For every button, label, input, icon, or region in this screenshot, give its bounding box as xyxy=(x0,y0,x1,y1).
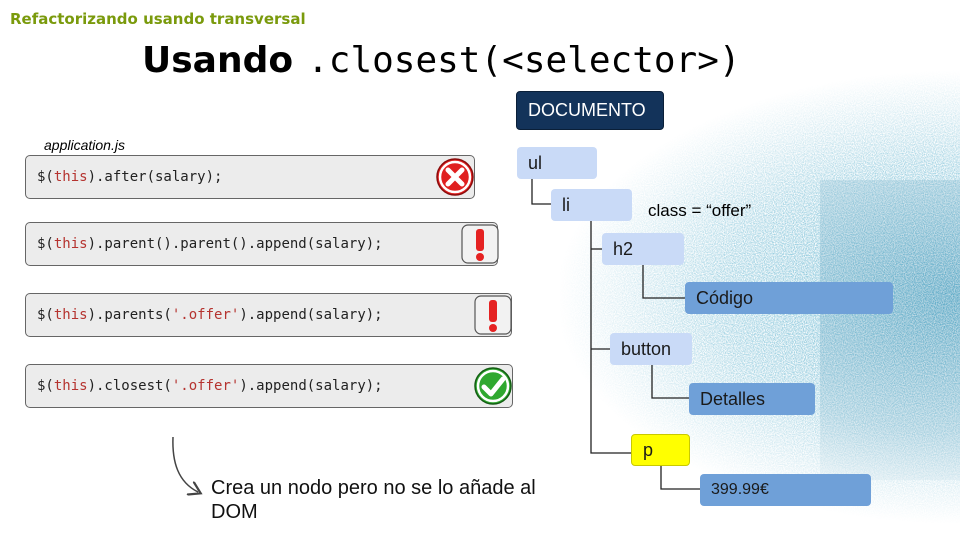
code-line-after: $(this).after(salary); xyxy=(25,155,475,199)
code-line-parent: $(this).parent().parent().append(salary)… xyxy=(25,222,498,266)
code-line-closest: $(this).closest('.offer').append(salary)… xyxy=(25,364,513,408)
section-title: Refactorizando usando transversal xyxy=(10,10,306,28)
code-keyword: this xyxy=(53,169,88,185)
code-keyword: this xyxy=(53,378,88,394)
tree-node-codigo: Código xyxy=(685,282,893,314)
code-text: $( xyxy=(37,307,54,323)
li-class-attribute: class = “offer” xyxy=(648,201,752,220)
note-text: Crea un nodo pero no se lo añade al DOM xyxy=(211,477,536,523)
code-text: ).parent().parent().append(salary); xyxy=(87,236,383,252)
tree-node-p: p xyxy=(631,434,690,466)
slide-title: Usando .closest(<selector>) xyxy=(142,40,741,81)
code-line-parents: $(this).parents('.offer').append(salary)… xyxy=(25,293,512,337)
warning-icon xyxy=(461,224,499,264)
tree-root-document: DOCUMENTO xyxy=(516,91,664,130)
file-label: application.js xyxy=(44,137,125,153)
code-text: ).parents( xyxy=(87,307,172,323)
tree-node-detalles: Detalles xyxy=(689,383,815,415)
code-string: '.offer' xyxy=(171,378,240,394)
code-keyword: this xyxy=(53,236,88,252)
tree-node-ul: ul xyxy=(517,147,597,179)
code-string: '.offer' xyxy=(171,307,240,323)
code-text: $( xyxy=(37,169,54,185)
check-icon xyxy=(474,367,512,405)
code-text: ).append(salary); xyxy=(239,378,383,394)
code-text: ).closest( xyxy=(87,378,172,394)
tree-node-button: button xyxy=(610,333,692,365)
code-text: ).after(salary); xyxy=(87,169,223,185)
error-icon xyxy=(436,158,474,196)
title-code: .closest(<selector>) xyxy=(307,40,741,81)
warning-icon xyxy=(474,295,512,335)
tree-node-h2: h2 xyxy=(602,233,684,265)
code-text: ).append(salary); xyxy=(239,307,383,323)
tree-node-li: li xyxy=(551,189,632,221)
code-text: $( xyxy=(37,378,54,394)
code-text: $( xyxy=(37,236,54,252)
tree-node-price: 399.99€ xyxy=(700,474,871,506)
title-word: Usando xyxy=(142,40,294,81)
code-keyword: this xyxy=(53,307,88,323)
